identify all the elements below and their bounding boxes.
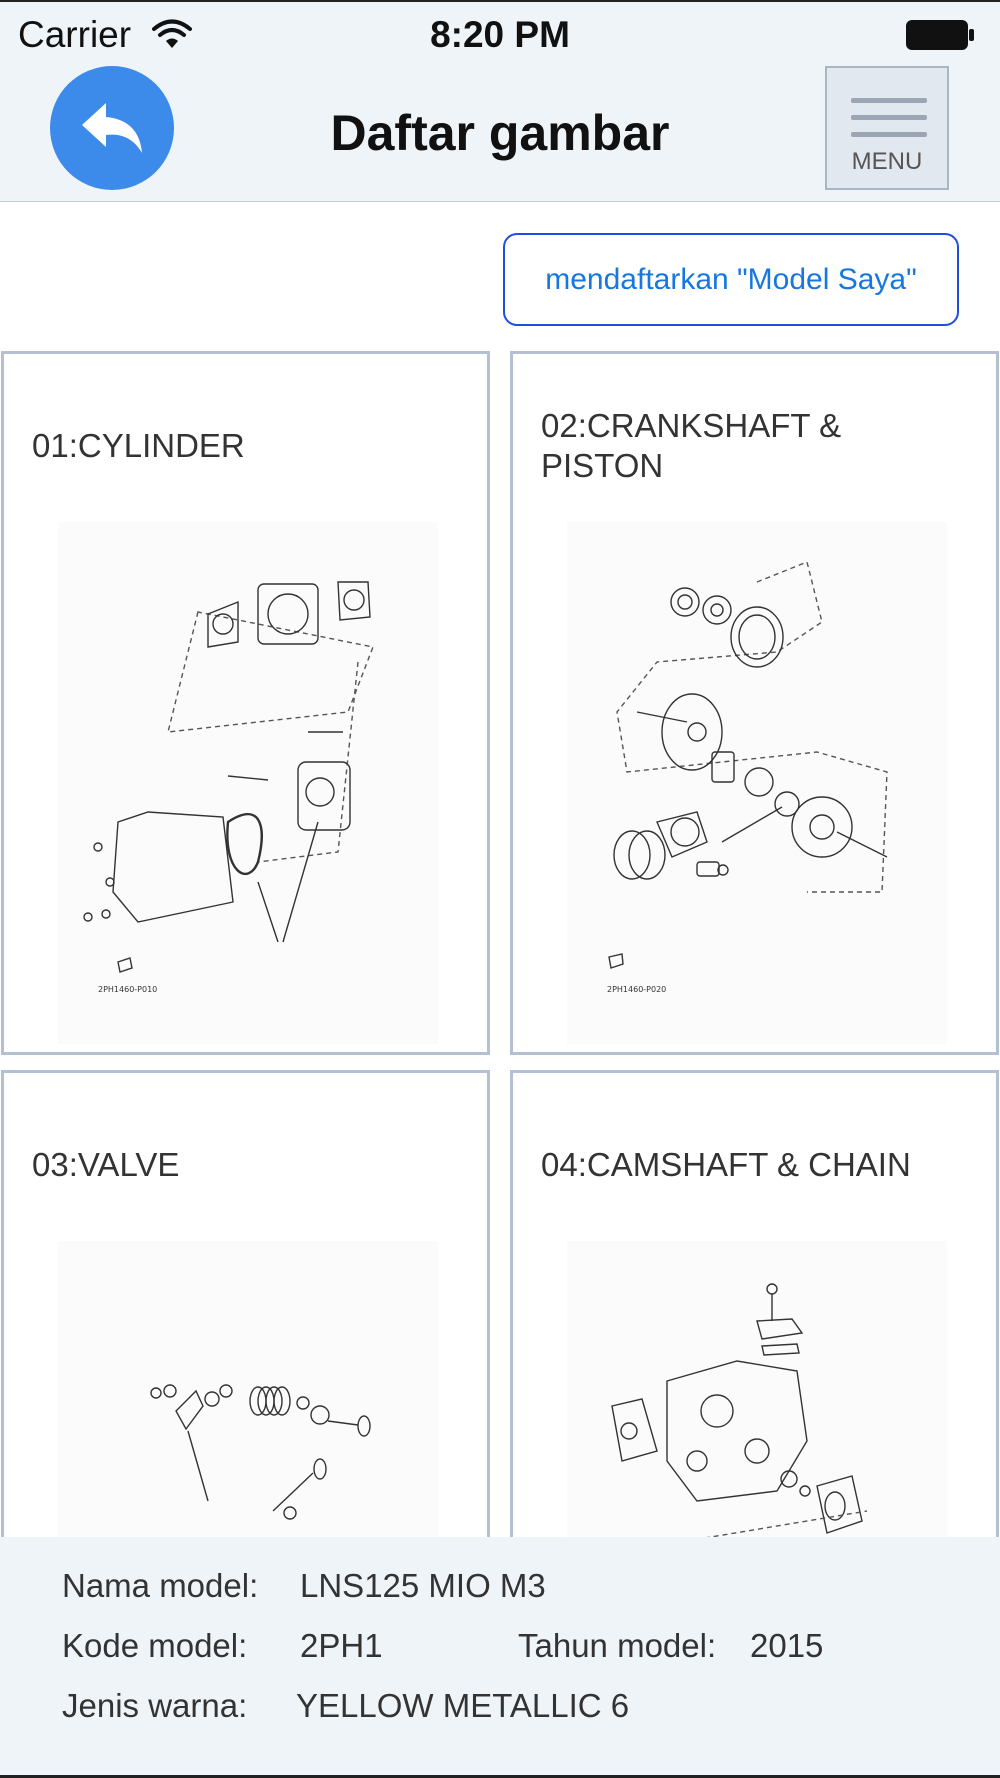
card-title: 01:CYLINDER — [32, 427, 245, 464]
reply-arrow-icon — [82, 103, 142, 153]
model-year-label: Tahun model: — [518, 1627, 717, 1664]
navigation-bar: Daftar gambar MENU — [0, 66, 1000, 202]
model-year-value: 2015 — [750, 1627, 824, 1664]
diagram-card-cylinder[interactable]: 01:CYLINDER 2PH1460-P010 — [1, 351, 490, 1055]
register-my-model-button[interactable]: mendaftarkan "Model Saya" — [503, 233, 959, 326]
wifi-icon — [152, 19, 192, 48]
crankshaft-piston-diagram-image: 2PH1460-P020 — [567, 522, 947, 1044]
carrier-label: Carrier — [18, 14, 132, 55]
card-title: 03:VALVE — [32, 1146, 180, 1183]
status-bar: Carrier 8:20 PM — [0, 0, 1000, 66]
model-code-value: 2PH1 — [300, 1627, 383, 1664]
cylinder-diagram-image: 2PH1460-P010 — [58, 522, 438, 1044]
status-time: 8:20 PM — [430, 14, 570, 55]
model-code-row: Kode model: 2PH1 Tahun model: 2015 — [62, 1627, 823, 1665]
model-name-value: LNS125 MIO M3 — [300, 1567, 546, 1604]
color-label: Jenis warna: — [62, 1687, 248, 1724]
color-row: Jenis warna: YELLOW METALLIC 6 — [62, 1687, 629, 1725]
menu-label: MENU — [851, 148, 923, 175]
menu-button[interactable]: MENU — [825, 66, 949, 190]
diagram-card-crankshaft-piston[interactable]: 02:CRANKSHAFT & PISTON — [510, 351, 999, 1055]
card-title: 04:CAMSHAFT & CHAIN — [541, 1146, 911, 1183]
battery-icon — [906, 20, 974, 50]
color-value: YELLOW METALLIC 6 — [296, 1687, 630, 1724]
card-title: 02:CRANKSHAFT & PISTON — [541, 407, 842, 484]
diagram-code: 2PH1460-P010 — [98, 985, 157, 994]
back-button[interactable] — [50, 66, 174, 190]
model-name-row: Nama model: LNS125 MIO M3 — [62, 1567, 546, 1605]
hamburger-icon — [851, 98, 927, 149]
model-name-label: Nama model: — [62, 1567, 259, 1604]
diagram-code: 2PH1460-P020 — [607, 985, 666, 994]
model-code-label: Kode model: — [62, 1627, 248, 1664]
model-info-panel: Nama model: LNS125 MIO M3 Kode model: 2P… — [0, 1537, 1000, 1778]
